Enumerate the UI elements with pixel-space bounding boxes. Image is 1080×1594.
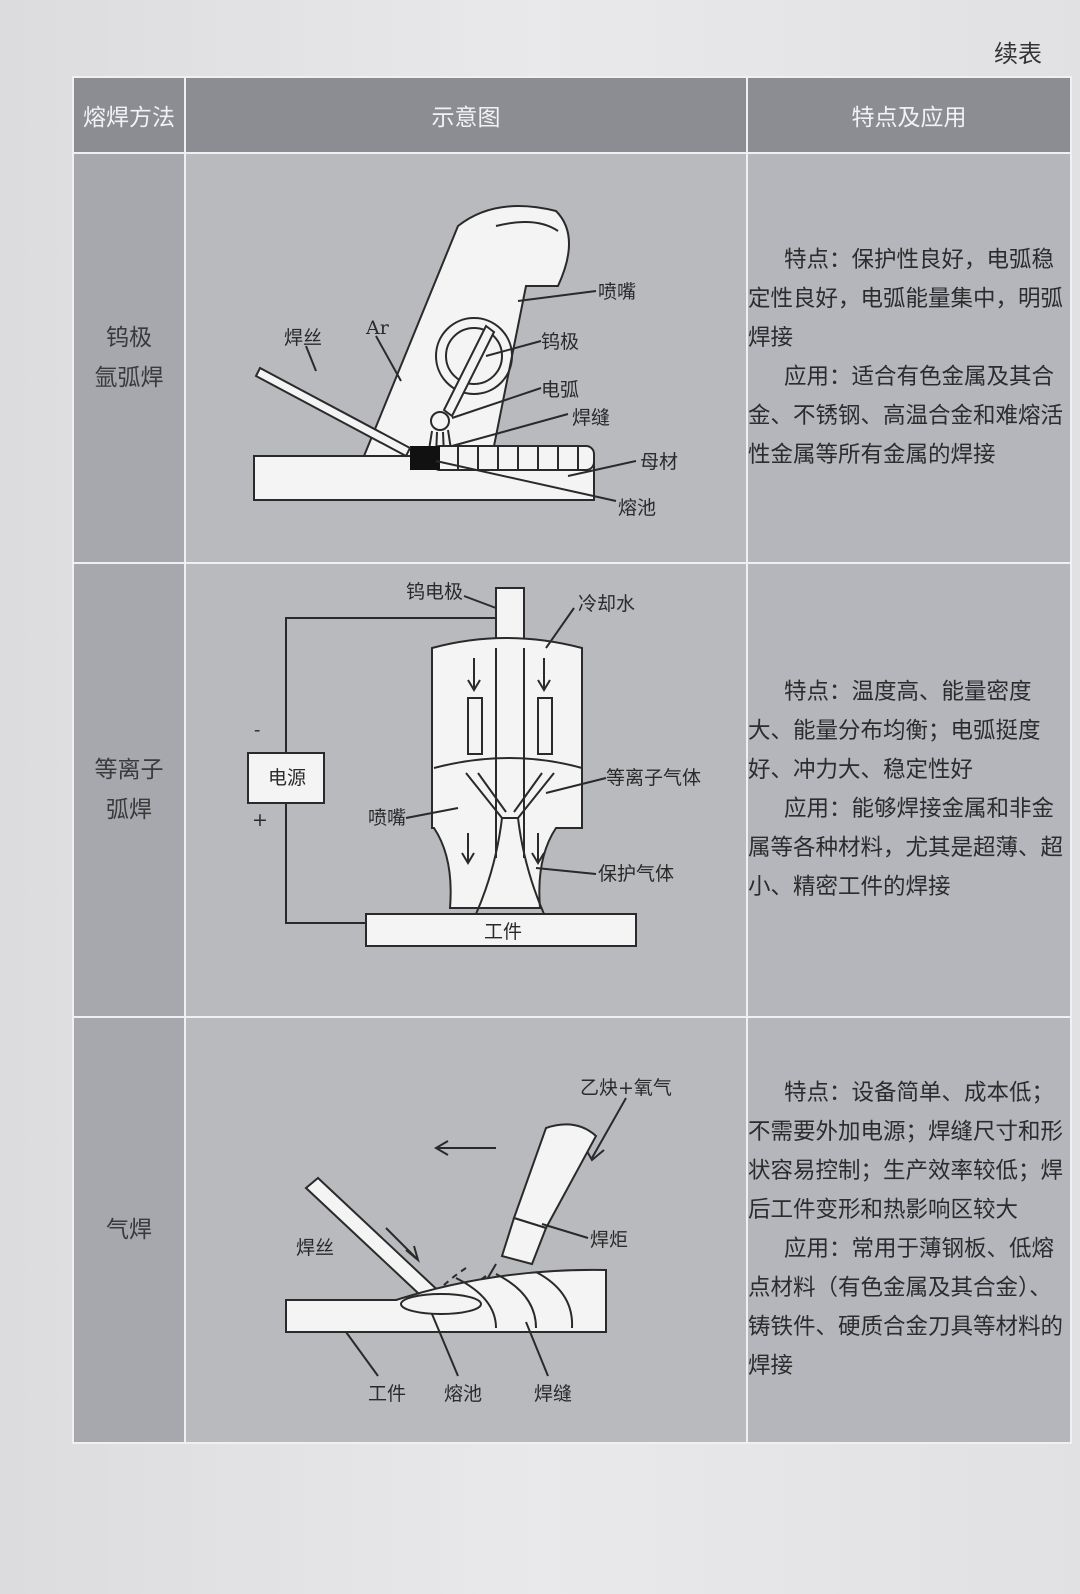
gas-welding-diagram: 乙炔+氧气 焊丝 焊炬 工件 熔池 焊缝 (285, 1077, 672, 1405)
label-electrode: 钨电极 (406, 581, 463, 603)
label-arc: 电弧 (541, 379, 579, 401)
welding-methods-table: 熔焊方法 示意图 特点及应用 钨极 氩弧焊 (72, 76, 1072, 1444)
label-shield: 保护气体 (598, 863, 674, 885)
label-tungsten: 钨极 (541, 331, 579, 353)
header-diagram: 示意图 (184, 76, 748, 154)
method-line: 弧焊 (106, 797, 152, 823)
label-seam: 焊缝 (572, 407, 610, 429)
feature-text: 特点：温度高、能量密度大、能量分布均衡；电弧挺度好、冲力大、稳定性好 (748, 679, 1041, 783)
gas-flow-arrow (583, 1097, 627, 1162)
method-line: 氩弧焊 (94, 365, 164, 391)
label-torch: 焊炬 (590, 1229, 628, 1251)
label-wire: 焊丝 (296, 1237, 334, 1259)
features-cell: 特点：设备简单、成本低；不需要外加电源；焊缝尺寸和形状容易控制；生产效率较低；焊… (746, 1016, 1072, 1444)
label-nozzle: 喷嘴 (598, 281, 636, 303)
continued-label: 续表 (994, 40, 1042, 68)
circuit-wire (285, 617, 496, 924)
method-cell: 气焊 (72, 1016, 186, 1444)
feature-text: 特点：设备简单、成本低；不需要外加电源；焊缝尺寸和形状容易控制；生产效率较低；焊… (748, 1080, 1064, 1223)
weld-seam (455, 1271, 574, 1329)
plasma-jet (475, 817, 545, 915)
label-ar: Ar (365, 317, 390, 339)
label-work: 工件 (484, 921, 522, 943)
tig-welding-diagram: 喷嘴 Ar 焊丝 钨极 电弧 焊缝 母材 熔池 (253, 205, 678, 519)
method-cell: 钨极 氩弧焊 (72, 152, 186, 564)
label-plasma: 等离子气体 (606, 767, 701, 789)
label-wire: 焊丝 (284, 327, 322, 349)
application-text: 应用：适合有色金属及其合金、不锈钢、高温合金和难熔活性金属等所有金属的焊接 (748, 364, 1064, 468)
method-line: 气焊 (106, 1217, 152, 1243)
table-row: 气焊 (72, 1016, 1072, 1444)
method-line: 钨极 (106, 325, 152, 351)
direction-arrow (434, 1140, 496, 1156)
table-row: 等离子 弧焊 (72, 562, 1072, 1018)
features-cell: 特点：温度高、能量密度大、能量分布均衡；电弧挺度好、冲力大、稳定性好 应用：能够… (746, 562, 1072, 1018)
header-method: 熔焊方法 (72, 76, 186, 154)
torch-body (362, 205, 570, 457)
label-pool: 熔池 (444, 1383, 482, 1405)
molten-pool (410, 446, 440, 470)
method-line: 等离子 (94, 757, 164, 783)
label-work: 工件 (368, 1383, 406, 1405)
label-minus: - (254, 719, 260, 741)
application-text: 应用：能够焊接金属和非金属等各种材料，尤其是超薄、超小、精密工件的焊接 (748, 796, 1064, 900)
method-cell: 等离子 弧焊 (72, 562, 186, 1018)
table-header-row: 熔焊方法 示意图 特点及应用 (72, 76, 1072, 154)
diagram-cell: 乙炔+氧气 焊丝 焊炬 工件 熔池 焊缝 (184, 1016, 748, 1444)
plasma-torch (431, 637, 583, 909)
label-seam: 焊缝 (534, 1383, 572, 1405)
label-pool: 熔池 (618, 497, 656, 519)
feature-text: 特点：保护性良好，电弧稳定性良好，电弧能量集中，明弧焊接 (748, 247, 1064, 351)
welding-torch (512, 1123, 598, 1230)
label-base: 母材 (640, 451, 678, 473)
header-features: 特点及应用 (746, 76, 1072, 154)
filler-wire (254, 366, 412, 458)
features-cell: 特点：保护性良好，电弧稳定性良好，电弧能量集中，明弧焊接 应用：适合有色金属及其… (746, 152, 1072, 564)
workpiece (365, 913, 637, 947)
label-cooling: 冷却水 (578, 593, 635, 615)
label-plus: + (252, 809, 268, 831)
table-row: 钨极 氩弧焊 (72, 152, 1072, 564)
power-supply-box (247, 752, 325, 804)
diagram-cell: 喷嘴 Ar 焊丝 钨极 电弧 焊缝 母材 熔池 (184, 152, 748, 564)
tungsten-electrode (442, 324, 496, 418)
arc-lines (427, 429, 453, 457)
label-power: 电源 (268, 767, 306, 789)
diagram-cell: 钨电极 冷却水 - 电源 + 等离子气体 喷嘴 保护气体 工件 (184, 562, 748, 1018)
application-text: 应用：常用于薄钢板、低熔点材料（有色金属及其合金）、铸铁件、硬质合金刀具等材料的… (748, 1236, 1064, 1379)
collet-ring (435, 317, 513, 395)
plasma-welding-diagram: 钨电极 冷却水 - 电源 + 等离子气体 喷嘴 保护气体 工件 (247, 581, 701, 947)
molten-pool (400, 1293, 482, 1315)
label-gas: 乙炔+氧气 (580, 1077, 672, 1099)
label-nozzle: 喷嘴 (368, 807, 406, 829)
